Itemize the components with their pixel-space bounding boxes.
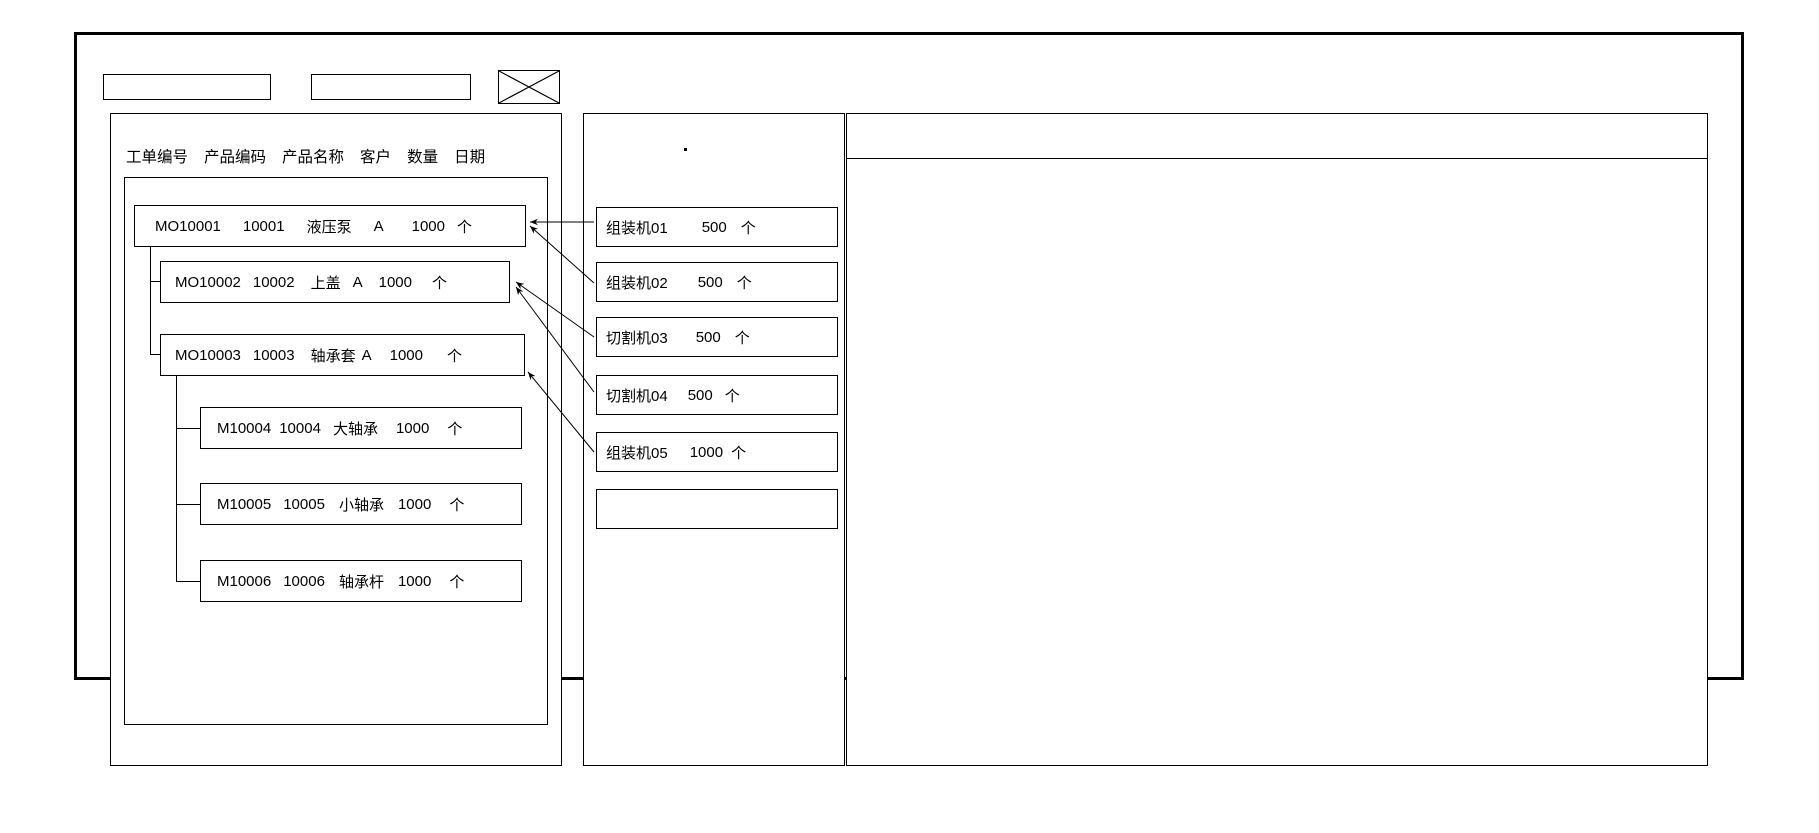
row-product-name: 小轴承 — [338, 496, 384, 514]
list-item-empty[interactable] — [596, 489, 838, 529]
row-order-no: MO10003 — [175, 346, 241, 364]
row-unit: 个 — [449, 496, 465, 514]
machine-quantity: 500 — [687, 386, 713, 404]
row-order-no: M10004 — [217, 419, 272, 437]
list-item[interactable]: 组装机02 500 个 — [596, 262, 838, 302]
table-row[interactable]: MO10003 10003 轴承套 A 1000 个 — [160, 334, 525, 376]
row-unit: 个 — [447, 420, 463, 438]
machine-name: 组装机01 — [606, 219, 668, 237]
detail-panel — [846, 113, 1708, 766]
row-product-code: 10005 — [283, 495, 325, 513]
machine-quantity: 500 — [695, 328, 721, 346]
row-unit: 个 — [449, 573, 465, 591]
machine-quantity: 500 — [701, 218, 727, 236]
machine-unit: 个 — [740, 219, 756, 237]
list-item[interactable]: 组装机01 500 个 — [596, 207, 838, 247]
toolbar-field-1[interactable] — [103, 74, 271, 100]
row-product-name: 轴承杆 — [338, 573, 384, 591]
table-row[interactable]: M10005 10005 小轴承 1000 个 — [200, 483, 522, 525]
row-unit: 个 — [432, 274, 448, 292]
row-unit: 个 — [447, 347, 463, 365]
toolbar-field-2[interactable] — [311, 74, 471, 100]
tree-connector-branch-m10005 — [176, 504, 200, 505]
image-placeholder-icon[interactable] — [498, 70, 560, 104]
row-quantity: 1000 — [395, 419, 430, 437]
row-quantity: 1000 — [389, 346, 423, 364]
row-product-code: 10001 — [242, 217, 285, 235]
row-product-code: 10002 — [252, 273, 295, 291]
column-header-product-code: 产品编码 — [204, 149, 267, 166]
machine-name: 切割机04 — [606, 387, 668, 405]
machine-name: 组装机02 — [606, 274, 668, 292]
row-customer: A — [352, 273, 363, 291]
column-header-quantity: 数量 — [407, 149, 439, 166]
machine-unit: 个 — [734, 329, 750, 347]
row-customer: A — [373, 217, 384, 235]
row-product-name: 大轴承 — [332, 420, 378, 438]
list-item[interactable]: 切割机04 500 个 — [596, 375, 838, 415]
row-product-name: 上盖 — [310, 274, 341, 292]
column-header-customer: 客户 — [360, 149, 392, 166]
row-order-no: M10005 — [217, 495, 272, 513]
machine-unit: 个 — [731, 444, 747, 462]
machine-name: 切割机03 — [606, 329, 668, 347]
tree-connector-stem-root — [150, 221, 151, 354]
row-order-no: MO10002 — [175, 273, 241, 291]
row-product-code: 10006 — [283, 572, 325, 590]
table-row[interactable]: M10004 10004 大轴承 1000 个 — [200, 407, 522, 449]
row-unit: 个 — [457, 218, 473, 236]
row-quantity: 1000 — [378, 273, 412, 291]
tree-connector-branch-m10004 — [176, 428, 200, 429]
panel-marker-dot — [684, 148, 687, 151]
row-quantity: 1000 — [411, 217, 445, 235]
table-row[interactable]: MO10001 10001 液压泵 A 1000 个 — [134, 205, 526, 247]
table-row[interactable]: MO10002 10002 上盖 A 1000 个 — [160, 261, 510, 303]
tree-connector-branch-m10006 — [176, 581, 200, 582]
row-product-name: 液压泵 — [306, 218, 352, 236]
column-header-row: 工单编号 产品编码 产品名称 客户 数量 日期 — [126, 143, 546, 169]
list-item[interactable]: 切割机03 500 个 — [596, 317, 838, 357]
column-header-product-name: 产品名称 — [282, 149, 345, 166]
row-product-name: 轴承套 — [310, 347, 356, 365]
column-header-date: 日期 — [454, 149, 486, 166]
work-order-tree-container — [124, 177, 548, 725]
machine-unit: 个 — [736, 274, 752, 292]
table-row[interactable]: M10006 10006 轴承杆 1000 个 — [200, 560, 522, 602]
row-product-code: 10003 — [252, 346, 295, 364]
row-quantity: 1000 — [397, 495, 432, 513]
machine-quantity: 1000 — [689, 443, 724, 461]
row-product-code: 10004 — [279, 419, 321, 437]
row-quantity: 1000 — [397, 572, 432, 590]
column-header-order-no: 工单编号 — [126, 149, 189, 166]
detail-panel-header-divider — [847, 158, 1707, 159]
machine-name: 组装机05 — [606, 444, 668, 462]
machine-unit: 个 — [724, 387, 740, 405]
row-order-no: MO10001 — [155, 217, 221, 235]
row-customer: A — [361, 346, 372, 364]
row-order-no: M10006 — [217, 572, 272, 590]
list-item[interactable]: 组装机05 1000 个 — [596, 432, 838, 472]
machine-quantity: 500 — [697, 273, 723, 291]
tree-connector-stem-mo10003 — [176, 375, 177, 581]
